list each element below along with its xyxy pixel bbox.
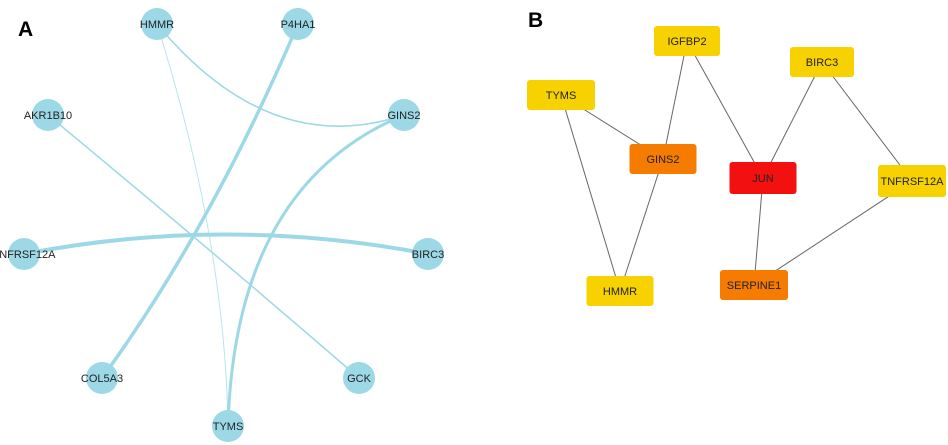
node-circle xyxy=(212,410,244,442)
node-box xyxy=(586,276,654,306)
node-birc3[interactable]: BIRC3 xyxy=(412,238,444,270)
node-box xyxy=(720,270,788,300)
node-tyms[interactable]: TYMS xyxy=(527,80,595,110)
node-gck[interactable]: GCK xyxy=(343,362,375,394)
edge-igfbp2-jun xyxy=(686,40,764,179)
node-label: GCK xyxy=(347,373,372,385)
node-label: TYMS xyxy=(546,90,577,102)
edge-gins2-hmmr xyxy=(619,158,664,292)
edge-gins2-tyms xyxy=(226,113,406,428)
node-tyms[interactable]: TYMS xyxy=(212,410,244,442)
node-label: TNFRSF12A xyxy=(881,176,945,188)
node-hmmr[interactable]: HMMR xyxy=(140,8,174,40)
edge-igfbp2-gins2 xyxy=(662,40,688,160)
panel-a-edges xyxy=(22,22,430,428)
node-label: TNFRSF12A xyxy=(0,249,56,261)
node-box xyxy=(790,47,854,77)
node-label: HMMR xyxy=(140,19,174,31)
edge-p4ha1-col5a3 xyxy=(100,22,300,380)
node-jun[interactable]: JUN xyxy=(729,162,797,194)
node-circle xyxy=(343,362,375,394)
panel-b-label: B xyxy=(528,9,543,32)
edge-birc3-jun xyxy=(762,61,823,179)
node-label: GINS2 xyxy=(387,110,420,122)
node-gins2[interactable]: GINS2 xyxy=(629,144,697,174)
node-tnfrsf12a[interactable]: TNFRSF12A xyxy=(878,165,946,197)
node-label: HMMR xyxy=(603,286,637,298)
node-igfbp2[interactable]: IGFBP2 xyxy=(654,26,720,56)
node-label: AKR1B10 xyxy=(24,110,72,122)
node-box xyxy=(527,80,595,110)
node-box xyxy=(729,162,797,194)
node-tnfrsf12a[interactable]: TNFRSF12A xyxy=(0,238,56,270)
edge-tnfrsf12a-birc3 xyxy=(22,232,430,256)
node-label: BIRC3 xyxy=(412,249,444,261)
node-p4ha1[interactable]: P4HA1 xyxy=(281,8,316,40)
node-box xyxy=(629,144,697,174)
node-circle xyxy=(86,362,118,394)
node-circle xyxy=(32,99,64,131)
edge-akr1b10-gck xyxy=(47,114,360,379)
node-birc3[interactable]: BIRC3 xyxy=(790,47,854,77)
node-label: SERPINE1 xyxy=(727,280,781,292)
edge-tyms-hmmr xyxy=(560,94,621,292)
node-col5a3[interactable]: COL5A3 xyxy=(81,362,123,394)
edge-birc3-tnfrsf12a xyxy=(821,61,913,182)
node-hmmr[interactable]: HMMR xyxy=(586,276,654,306)
node-label: P4HA1 xyxy=(281,19,316,31)
edge-hmmr-gins2 xyxy=(156,23,405,127)
edge-jun-serpine1 xyxy=(753,177,764,286)
edge-tnfrsf12a-serpine1 xyxy=(753,180,913,286)
node-label: IGFBP2 xyxy=(667,36,706,48)
node-circle xyxy=(282,8,314,40)
node-circle xyxy=(388,99,420,131)
node-serpine1[interactable]: SERPINE1 xyxy=(720,270,788,300)
node-label: COL5A3 xyxy=(81,373,123,385)
node-akr1b10[interactable]: AKR1B10 xyxy=(24,99,72,131)
node-circle xyxy=(8,238,40,270)
node-label: TYMS xyxy=(213,421,244,433)
node-box xyxy=(878,165,946,197)
edge-hmmr-tyms xyxy=(156,23,229,427)
node-label: BIRC3 xyxy=(806,57,838,69)
node-box xyxy=(654,26,720,56)
node-label: GINS2 xyxy=(646,154,679,166)
node-circle xyxy=(141,8,173,40)
panel-a-label: A xyxy=(18,18,33,41)
node-circle xyxy=(412,238,444,270)
node-gins2[interactable]: GINS2 xyxy=(387,99,421,131)
node-label: JUN xyxy=(752,173,773,185)
